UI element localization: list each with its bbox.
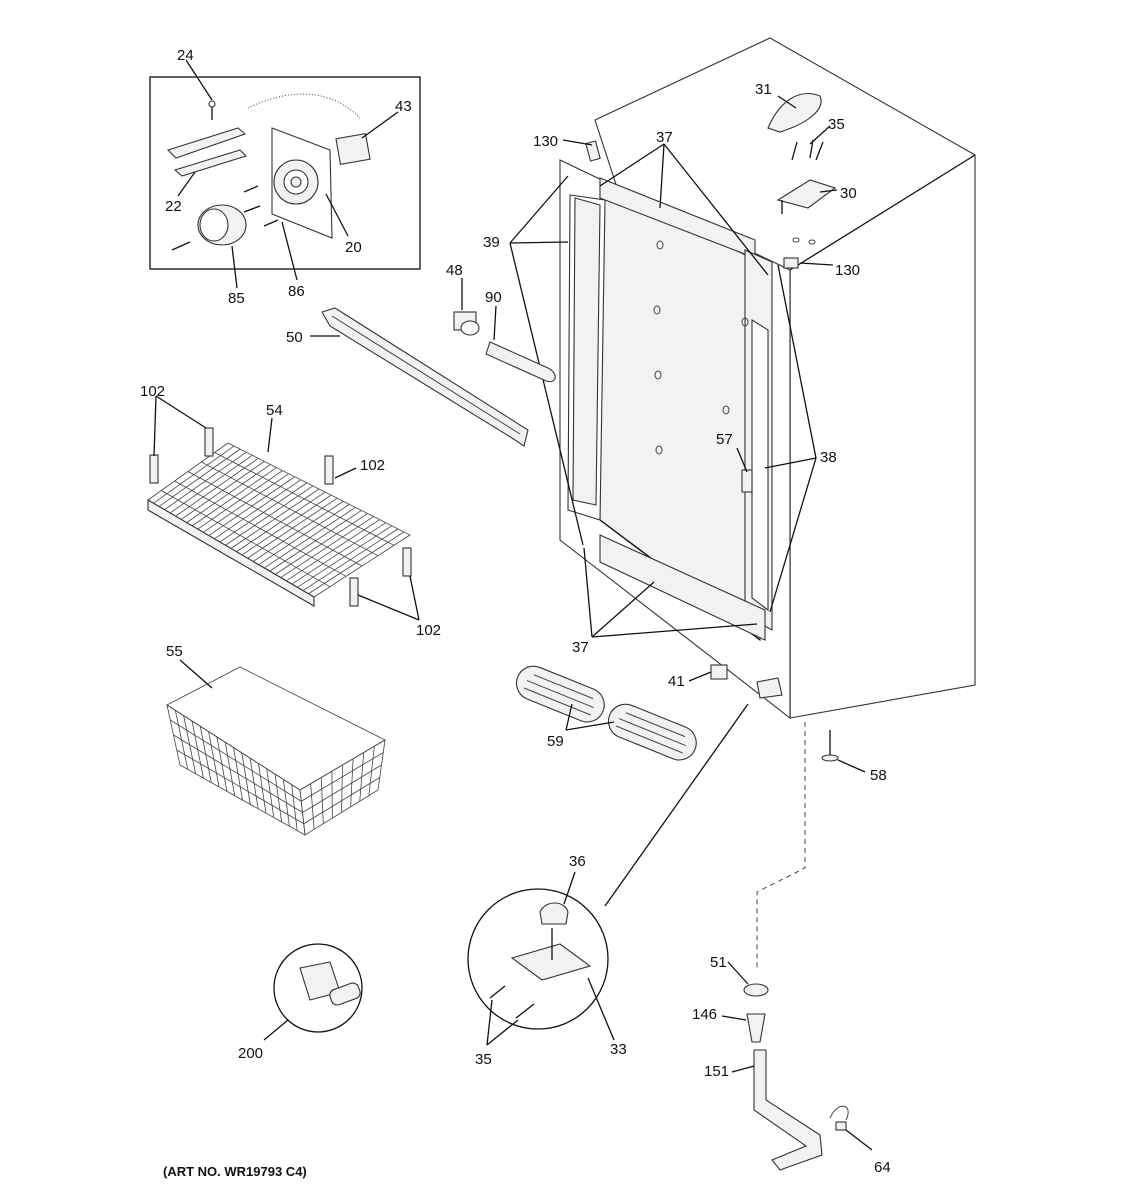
callout-200: 200 [238, 1045, 263, 1062]
callout-58: 58 [870, 767, 887, 784]
callout-51: 51 [710, 954, 727, 971]
callout-30: 30 [840, 185, 857, 202]
callout-102-mid: 102 [360, 457, 385, 474]
callout-24: 24 [177, 47, 194, 64]
callout-59: 59 [547, 733, 564, 750]
art-number: (ART NO. WR19793 C4) [163, 1164, 307, 1179]
callout-146: 146 [692, 1006, 717, 1023]
callout-41: 41 [668, 673, 685, 690]
callout-36: 36 [569, 853, 586, 870]
callout-31: 31 [755, 81, 772, 98]
callout-35-bottom: 35 [475, 1051, 492, 1068]
shelf-wire [214, 452, 395, 546]
basket-wire [302, 764, 382, 813]
callout-48: 48 [446, 262, 463, 279]
basket-wire [176, 749, 304, 825]
callout-labels: 24 43 22 20 85 86 130 130 37 31 35 30 39… [140, 47, 891, 1179]
callout-130-right: 130 [835, 262, 860, 279]
hinge-detail [467, 703, 749, 1046]
shelf-wire [161, 490, 331, 588]
drain-parts [721, 961, 873, 1171]
wire-basket [166, 659, 386, 836]
shelf-rail [310, 307, 529, 447]
shelf-wire [174, 480, 347, 577]
callout-38: 38 [820, 449, 837, 466]
callout-130-left: 130 [533, 133, 558, 150]
basket-wire [173, 734, 303, 813]
callout-90: 90 [485, 289, 502, 306]
callout-64: 64 [874, 1159, 891, 1176]
cabinet [509, 37, 976, 968]
callout-54: 54 [266, 402, 283, 419]
light-assembly [453, 278, 556, 383]
inset-fan-assembly [149, 59, 421, 289]
shelf-wire [201, 461, 379, 557]
kickplate-grilles [515, 665, 697, 761]
shelf-wire [187, 471, 363, 567]
callout-57: 57 [716, 431, 733, 448]
callout-22: 22 [165, 198, 182, 215]
callout-35-top: 35 [828, 116, 845, 133]
callout-151: 151 [704, 1063, 729, 1080]
callout-55: 55 [166, 643, 183, 660]
callout-50: 50 [286, 329, 303, 346]
fitting-detail [263, 943, 363, 1041]
callout-86: 86 [288, 283, 305, 300]
callout-85: 85 [228, 290, 245, 307]
basket-wire [301, 752, 384, 802]
callout-20: 20 [345, 239, 362, 256]
callout-102-top: 102 [140, 383, 165, 400]
callout-33: 33 [610, 1041, 627, 1058]
callout-43: 43 [395, 98, 412, 115]
basket-wire [303, 777, 380, 825]
basket-wire [170, 719, 302, 802]
callout-37-top: 37 [656, 129, 673, 146]
wire-shelf [147, 395, 420, 621]
callout-39: 39 [483, 234, 500, 251]
callout-37-bottom: 37 [572, 639, 589, 656]
callout-102-bottom: 102 [416, 622, 441, 639]
